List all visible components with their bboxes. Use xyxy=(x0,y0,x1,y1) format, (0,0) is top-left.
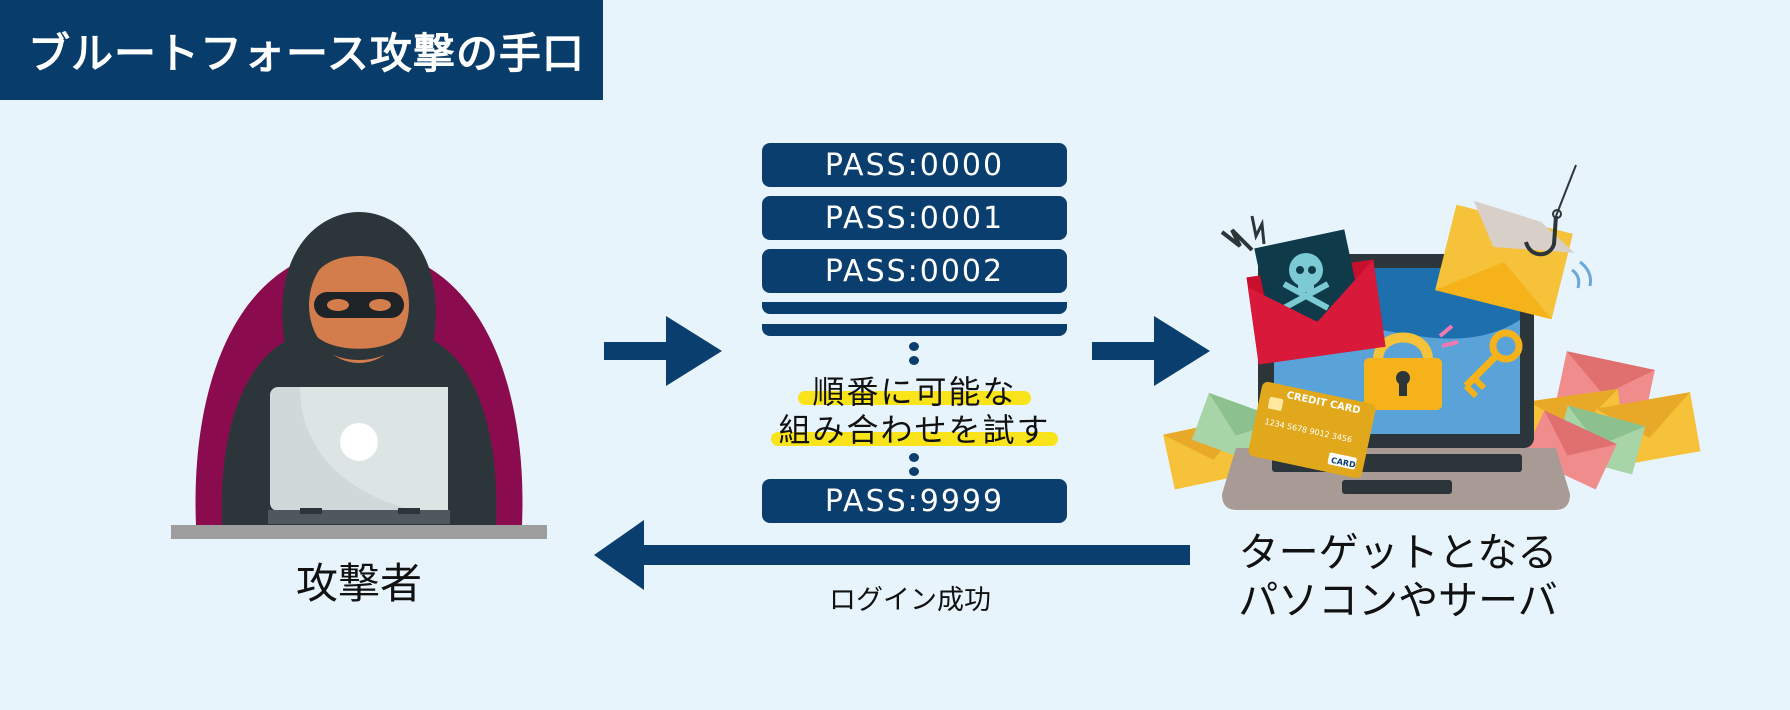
return-arrow-label: ログイン成功 xyxy=(829,585,991,616)
attacker-label: 攻撃者 xyxy=(295,559,422,608)
highlight-line2 xyxy=(771,432,1058,446)
note-line2: 組み合わせを試す xyxy=(778,411,1051,449)
password-strip xyxy=(762,302,1067,314)
target-line2: パソコンやサーバ xyxy=(1238,578,1558,624)
ellipsis-dot xyxy=(909,356,919,365)
page-title: ブルートフォース攻撃の手口 xyxy=(0,0,603,100)
password-attempt: PASS:0000 xyxy=(762,143,1067,187)
credit-card-icon: CREDIT CARD 1234 5678 9012 3456 CARD xyxy=(1248,381,1376,479)
arrow-left-icon xyxy=(594,520,1190,590)
envelope-icon xyxy=(1523,410,1617,490)
arrow-right-icon xyxy=(1092,316,1210,386)
note-line1: 順番に可能な xyxy=(812,373,1017,411)
phishing-envelope-icon xyxy=(1435,200,1575,320)
password-strip xyxy=(762,324,1067,336)
password-attempt: PASS:0002 xyxy=(762,249,1067,293)
password-attempt: PASS:0001 xyxy=(762,196,1067,240)
skull-icon xyxy=(1246,229,1386,365)
target-line1: ターゲットとなる xyxy=(1238,530,1558,576)
ellipsis-dot xyxy=(909,467,919,476)
arrow-right-icon xyxy=(604,316,722,386)
ellipsis-dot xyxy=(909,342,919,351)
ellipsis-dot xyxy=(909,453,919,462)
password-attempt: PASS:9999 xyxy=(762,479,1067,523)
highlight-line1 xyxy=(798,391,1031,405)
